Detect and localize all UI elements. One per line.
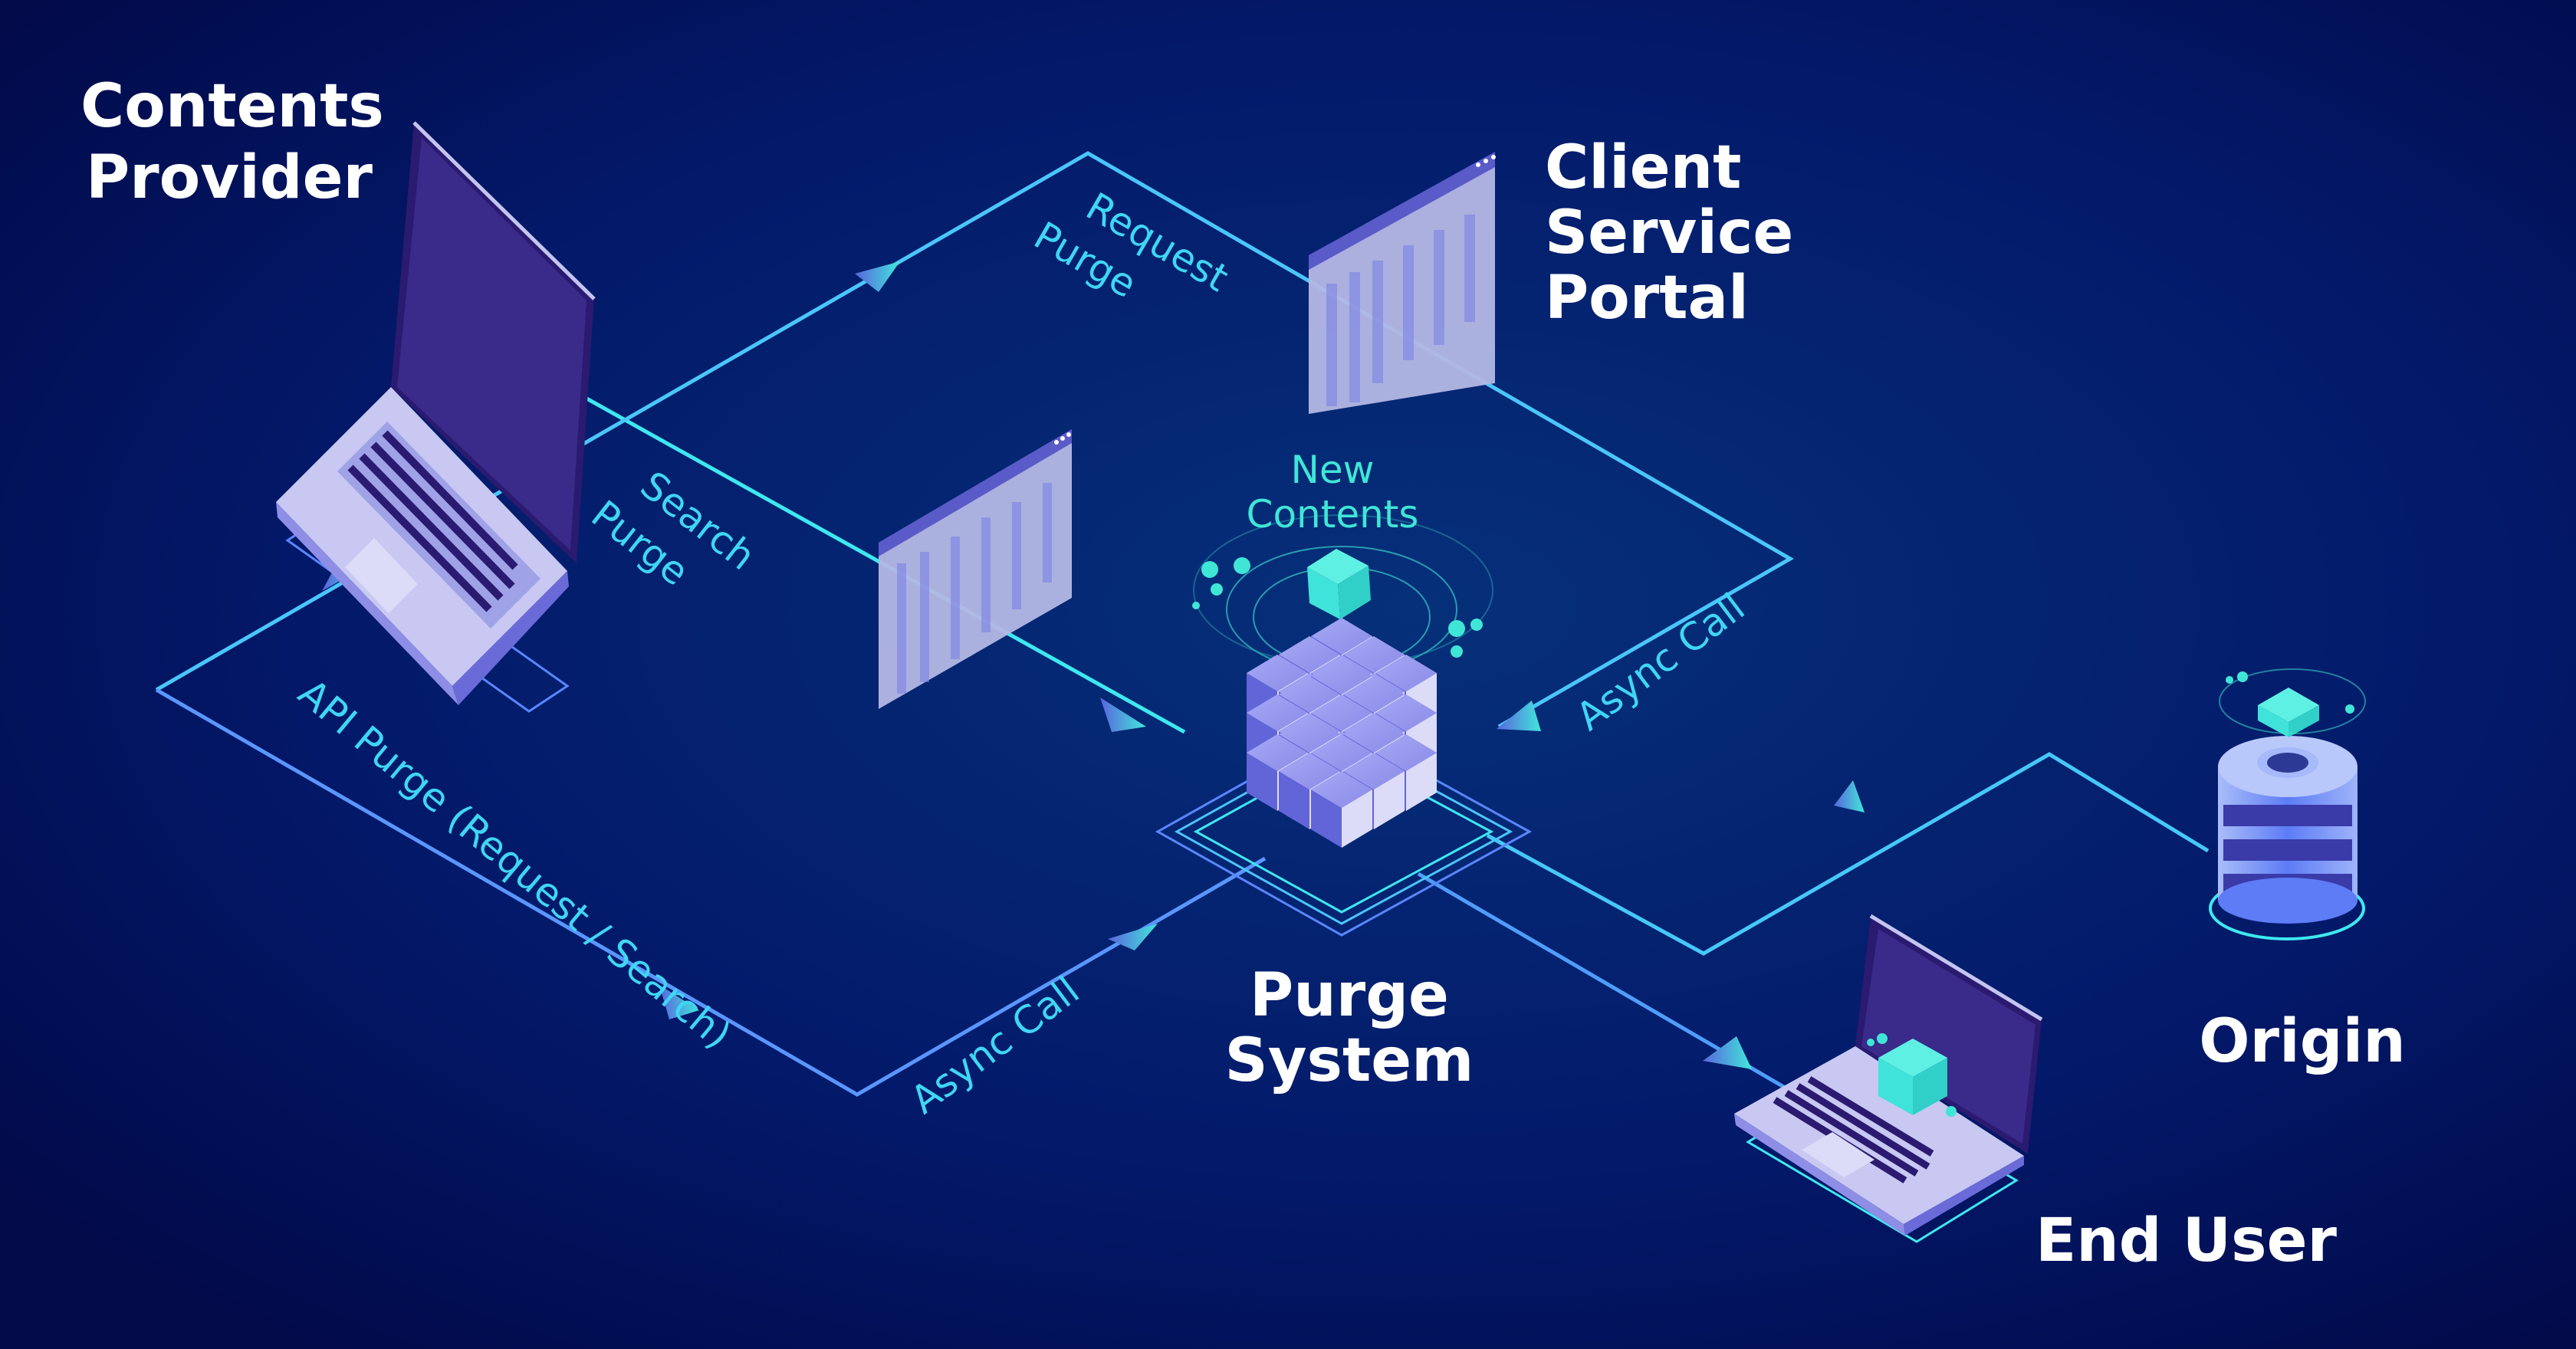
purge-system-label-line1: Purge: [1250, 961, 1449, 1030]
arrow-icon: [1834, 780, 1865, 812]
origin-database-icon: [2209, 668, 2366, 940]
client-service-portal-label-line2: Service: [1545, 199, 1793, 268]
cube-grid: [1247, 618, 1437, 848]
arrow-icon: [1497, 701, 1541, 731]
client-service-portal-window-icon: [1309, 152, 1496, 414]
contents-provider-label-line2: Provider: [86, 143, 373, 212]
end-user-label: End User: [2036, 1206, 2337, 1275]
new-contents-label-line2: Contents: [1247, 492, 1419, 537]
new-contents-cube-icon: [1307, 549, 1371, 619]
cube-block: [1279, 753, 1340, 829]
arrow-icon: [1100, 697, 1146, 732]
end-user-laptop-icon: [1734, 914, 2043, 1243]
arrow-icon: [1108, 924, 1158, 950]
client-service-portal-label-line1: Client: [1545, 133, 1741, 202]
search-window-icon: [879, 429, 1072, 709]
origin-label: Origin: [2199, 1007, 2406, 1076]
arrow-icon: [1703, 1036, 1752, 1069]
arrow-icon: [659, 985, 699, 1019]
new-contents-label-line1: New: [1290, 448, 1374, 492]
arrow-icon: [855, 261, 900, 292]
cube-block: [1311, 771, 1372, 848]
line-purge-to-origin: [1486, 752, 2210, 956]
cube-block: [1375, 734, 1437, 811]
line-provider-to-purge: [527, 364, 1186, 734]
client-service-portal-label-line3: Portal: [1545, 264, 1749, 333]
contents-provider-laptop-icon: [276, 121, 596, 713]
contents-provider-label-line1: Contents: [80, 72, 384, 141]
purge-system-cube-cluster-icon: [1155, 514, 1533, 937]
purge-system-label-line2: System: [1225, 1026, 1474, 1095]
